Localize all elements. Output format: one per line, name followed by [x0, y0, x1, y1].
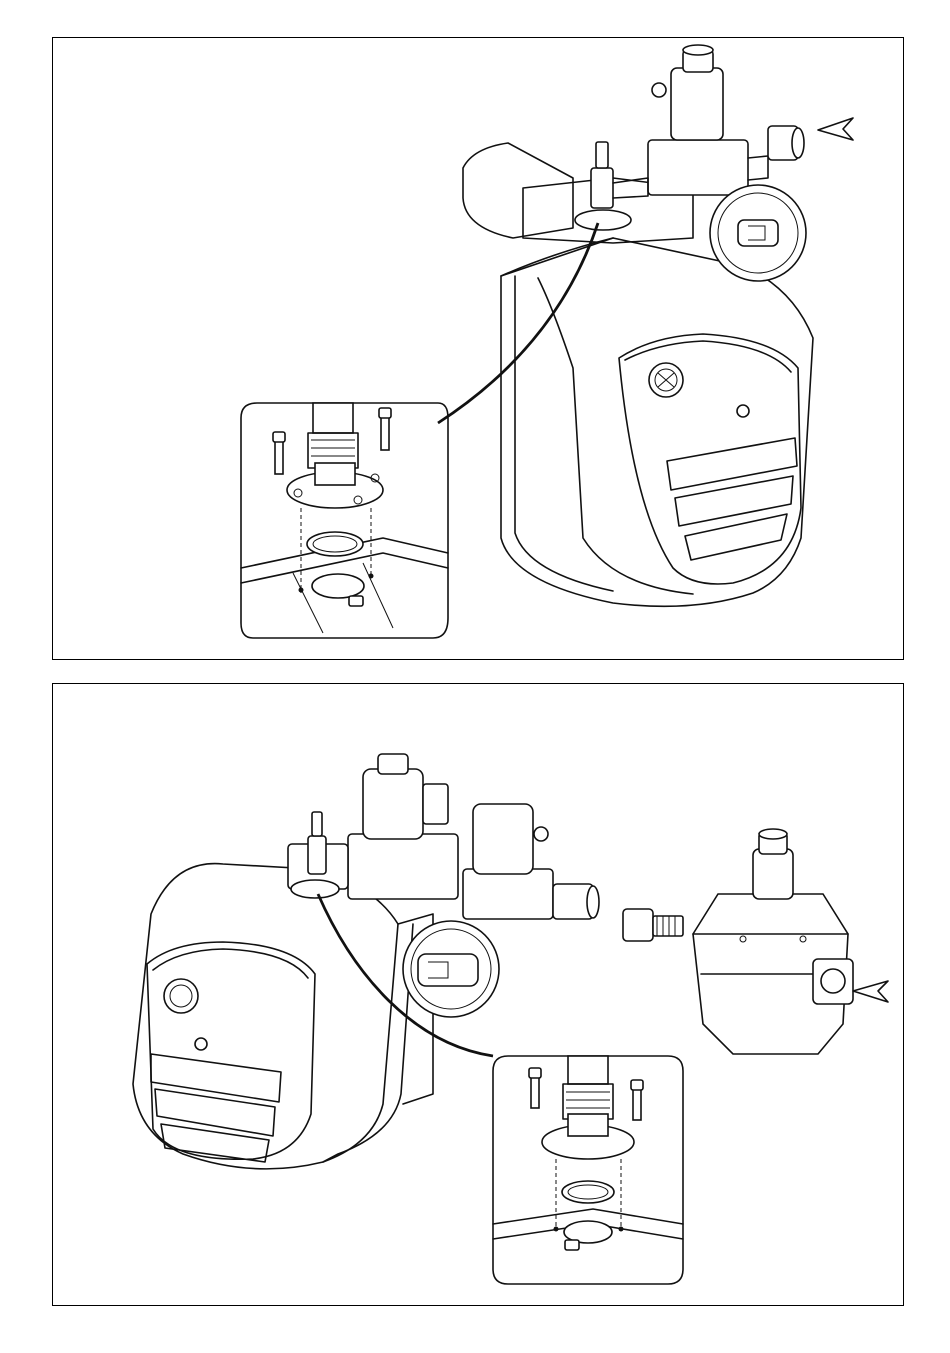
solenoid-valve-top — [648, 45, 768, 195]
gas-inlet-arrow-top — [818, 118, 853, 140]
pressure-regulator-bottom — [693, 829, 853, 1054]
adapter-fitting-bottom — [553, 884, 683, 941]
inlet-fitting-top — [768, 126, 804, 160]
pressure-switch-top — [710, 185, 806, 281]
test-nipple-top — [575, 142, 648, 230]
top-panel-illustration — [53, 38, 905, 661]
bottom-panel — [52, 683, 904, 1306]
detail-inset-bottom — [493, 1056, 683, 1284]
top-panel — [52, 37, 904, 660]
detail-inset-top — [241, 403, 448, 638]
pressure-switch-bottom — [403, 921, 499, 1017]
bottom-panel-illustration — [53, 684, 905, 1307]
burner-housing-bottom — [133, 864, 433, 1169]
gas-inlet-arrow-bottom — [853, 981, 888, 1002]
